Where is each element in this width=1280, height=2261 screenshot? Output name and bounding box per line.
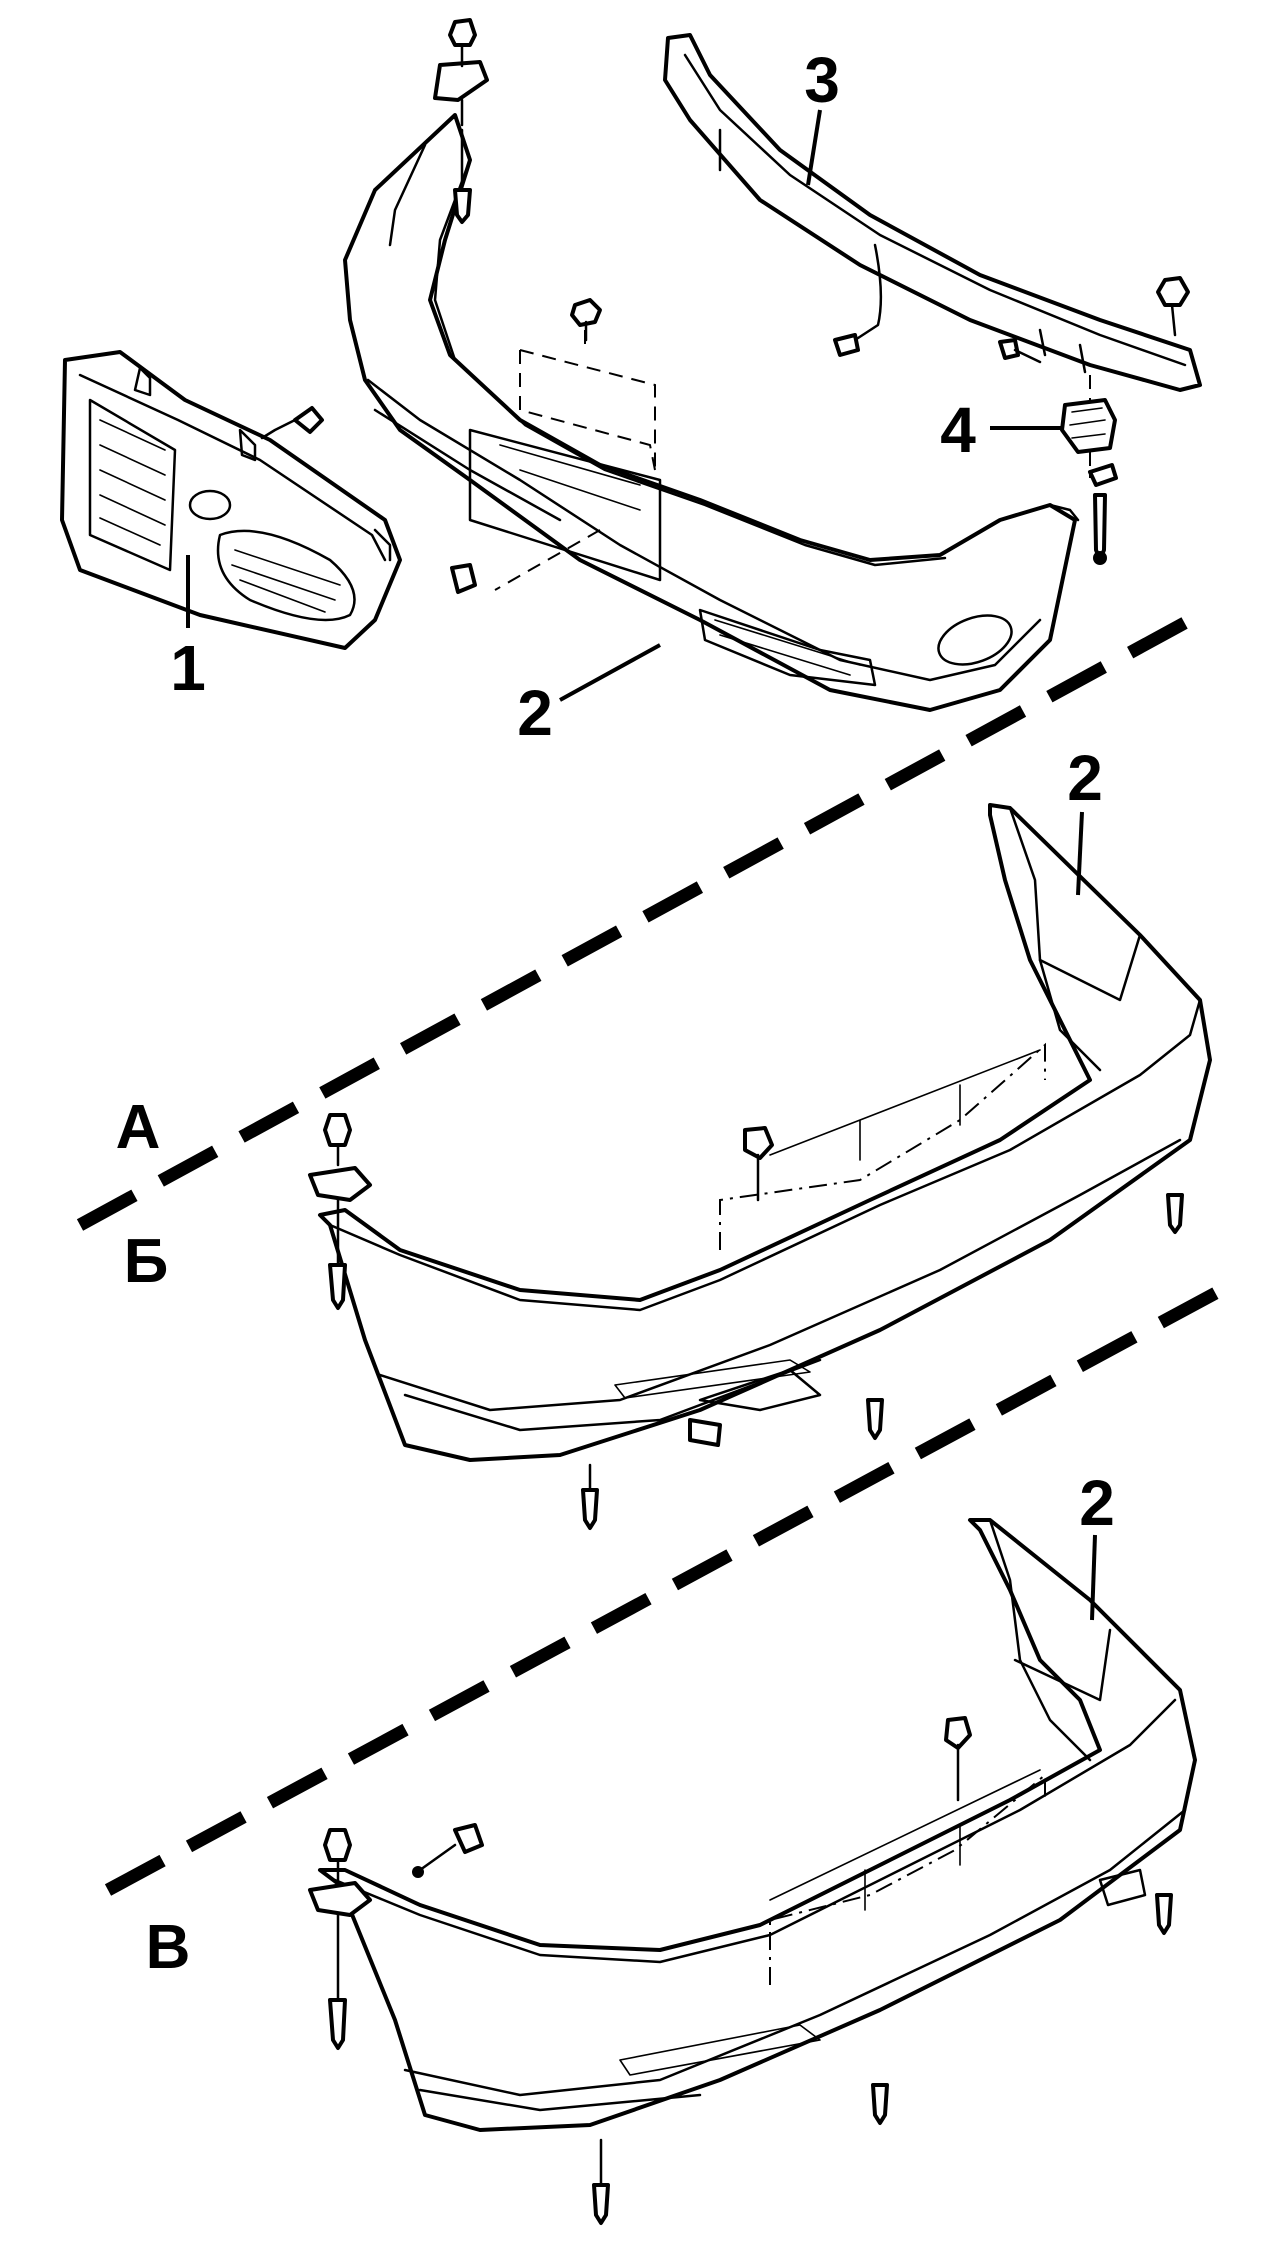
separator-line-a-b bbox=[76, 614, 1194, 1231]
screw-icon bbox=[592, 2138, 610, 2225]
screw-icon bbox=[1166, 1193, 1184, 1234]
top-mount-bracket bbox=[308, 1828, 372, 2050]
top-mount-bracket bbox=[308, 1113, 372, 1310]
bolt-icon bbox=[998, 338, 1042, 364]
callout-3: 3 bbox=[804, 44, 840, 116]
leader-3 bbox=[806, 109, 822, 186]
rear-bumper-variant-v bbox=[308, 1518, 1197, 2225]
callout-2-rear-v: 2 bbox=[1079, 1467, 1115, 1539]
screw-icon bbox=[833, 333, 860, 357]
top-mount-bracket bbox=[433, 18, 489, 224]
grille-clip-icon bbox=[260, 406, 324, 440]
screw-icon bbox=[1155, 1893, 1173, 1935]
section-label-b: Б bbox=[124, 1227, 169, 1296]
nut-icon bbox=[1156, 276, 1190, 337]
clip-icon bbox=[412, 1823, 484, 1878]
leader-2-front bbox=[559, 643, 661, 702]
push-clip-icon bbox=[944, 1716, 972, 1802]
bumper-reinforcement bbox=[663, 33, 1202, 392]
front-bumper bbox=[343, 18, 1080, 712]
screw-icon bbox=[871, 2083, 889, 2125]
section-label-a: A bbox=[116, 1093, 161, 1162]
leader-2-rear-b bbox=[1076, 811, 1084, 896]
leader-2-rear-v bbox=[1090, 1534, 1097, 1621]
clip-icon bbox=[450, 563, 477, 594]
section-label-v: В bbox=[146, 1913, 191, 1982]
push-clip-icon bbox=[743, 1126, 774, 1202]
radiator-grille bbox=[60, 350, 402, 650]
callout-2-rear-b: 2 bbox=[1067, 742, 1103, 814]
screw-icon bbox=[581, 1463, 599, 1530]
separator-line-b-v bbox=[104, 1282, 1229, 1896]
push-clip-icon bbox=[570, 298, 602, 342]
callout-1: 1 bbox=[170, 632, 206, 704]
rear-bumper-variant-b bbox=[308, 803, 1212, 1530]
callout-2-front: 2 bbox=[517, 677, 553, 749]
screw-icon bbox=[866, 1398, 884, 1440]
callout-4: 4 bbox=[940, 394, 976, 466]
